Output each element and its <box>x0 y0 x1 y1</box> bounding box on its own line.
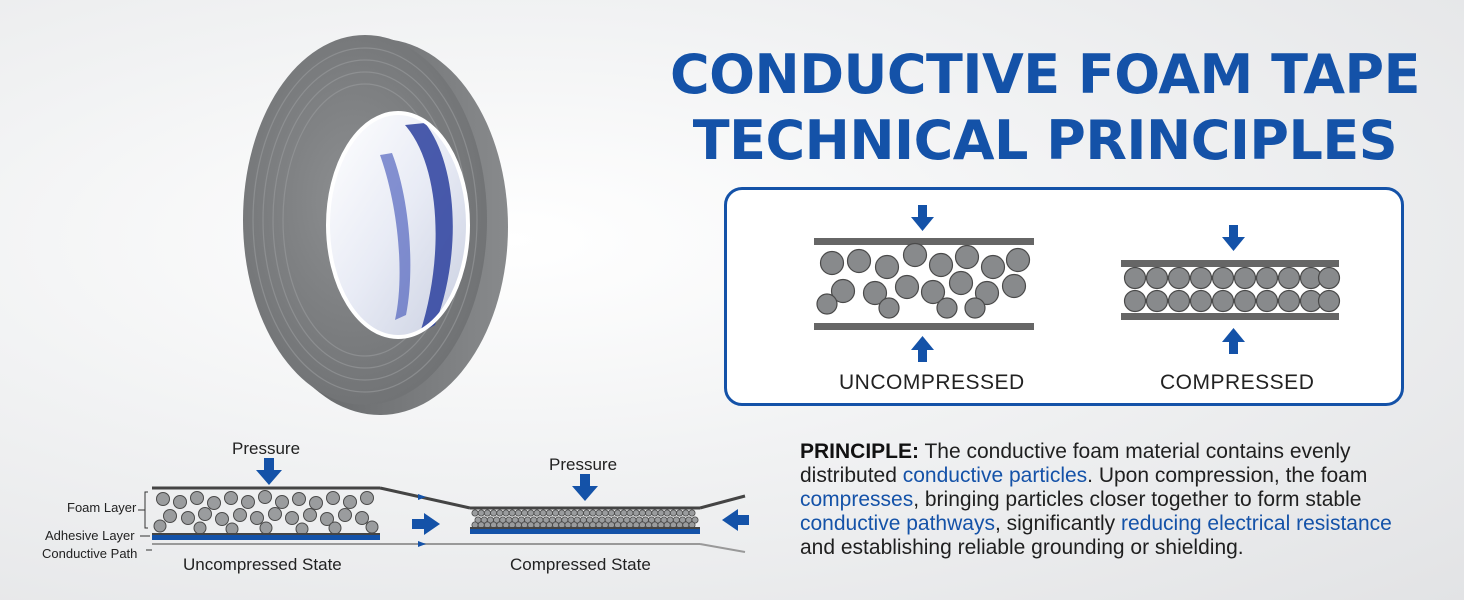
compressed-particle <box>564 509 572 517</box>
compressed-particle <box>508 509 516 517</box>
foam-layer-label: Foam Layer <box>67 500 137 515</box>
compressed-particle <box>651 509 659 517</box>
principle-diagram <box>814 205 1341 362</box>
principle-description: PRINCIPLE: The conductive foam material … <box>800 440 1420 560</box>
compressed-particle <box>688 509 696 517</box>
compressed-particle <box>583 509 591 517</box>
uncompressed-diagram <box>814 205 1034 362</box>
compressed-state-label: Compressed State <box>510 555 651 574</box>
down-arrow-icon <box>911 205 934 231</box>
principle-text-5: and establishing reliable grounding or s… <box>800 536 1244 559</box>
uncompressed-state-label: Uncompressed State <box>183 555 342 574</box>
highlight-reducing-resistance: reducing electrical resistance <box>1121 512 1392 535</box>
compressed-particle <box>539 509 547 517</box>
title-line-2: TECHNICAL PRINCIPLES <box>692 109 1398 172</box>
title-line-1: CONDUCTIVE FOAM TAPE <box>669 43 1421 106</box>
principle-text-2: . Upon compression, the foam <box>1087 464 1368 487</box>
compressed-particle <box>496 509 504 517</box>
compressed-particle <box>483 509 491 517</box>
up-arrow-icon <box>911 336 934 362</box>
compressed-particle <box>545 509 553 517</box>
compressed-particle <box>527 509 535 517</box>
compressed-particle <box>614 509 622 517</box>
pressure-label-right: Pressure <box>549 455 618 474</box>
compressed-particle <box>638 509 646 517</box>
compressed-particle <box>514 509 522 517</box>
compressed-diagram <box>1121 225 1341 354</box>
compressed-particle <box>490 509 498 517</box>
compressed-particle <box>682 509 690 517</box>
conductive-path-label: Conductive Path <box>42 546 138 561</box>
compressed-particle <box>676 509 684 517</box>
pressure-label-left: Pressure <box>232 439 301 458</box>
principle-lead: PRINCIPLE: <box>800 440 920 463</box>
compressed-particle <box>589 509 597 517</box>
compressed-particle <box>645 509 653 517</box>
compressed-particle <box>632 509 640 517</box>
compressed-label: COMPRESSED <box>1160 371 1315 394</box>
uncompressed-label: UNCOMPRESSED <box>839 371 1025 394</box>
principle-text-1: The conductive foam material contains ev… <box>800 440 1351 487</box>
compressed-particle <box>576 509 584 517</box>
highlight-conductive-particles: conductive particles <box>902 464 1088 487</box>
adhesive-layer-label: Adhesive Layer <box>45 528 135 543</box>
compressed-particle <box>502 509 510 517</box>
state-transition-diagram <box>138 458 749 553</box>
compressed-particle <box>657 509 665 517</box>
right-arrow-icon <box>412 494 440 547</box>
compressed-particle <box>626 509 634 517</box>
principle-text-3: , bringing particles closer together to … <box>913 488 1362 511</box>
principle-diagram-box: UNCOMPRESSED COMPRESSED <box>724 187 1404 406</box>
compressed-particle <box>663 509 671 517</box>
compressed-particle <box>552 509 560 517</box>
compressed-particle <box>477 509 485 517</box>
tape-roll-illustration <box>243 35 508 415</box>
down-arrow-icon <box>256 458 282 485</box>
highlight-conductive-pathways: conductive pathways <box>800 512 995 535</box>
page-title: CONDUCTIVE FOAM TAPE TECHNICAL PRINCIPLE… <box>650 42 1440 174</box>
compressed-particle <box>570 509 578 517</box>
up-arrow-icon <box>1222 328 1245 354</box>
compressed-particle <box>620 509 628 517</box>
principle-text-4: , significantly <box>994 512 1122 535</box>
highlight-compresses: compresses <box>800 488 914 511</box>
down-arrow-icon <box>1222 225 1245 251</box>
compressed-particle <box>521 509 529 517</box>
left-arrow-icon <box>722 509 749 531</box>
compressed-particle <box>558 509 566 517</box>
compressed-particle <box>601 509 609 517</box>
compressed-particle <box>691 516 699 524</box>
compressed-particle <box>607 509 615 517</box>
compressed-particle <box>595 509 603 517</box>
compressed-particle <box>669 509 677 517</box>
down-arrow-icon <box>572 474 598 501</box>
compressed-particle <box>471 509 479 517</box>
compressed-particle <box>533 509 541 517</box>
